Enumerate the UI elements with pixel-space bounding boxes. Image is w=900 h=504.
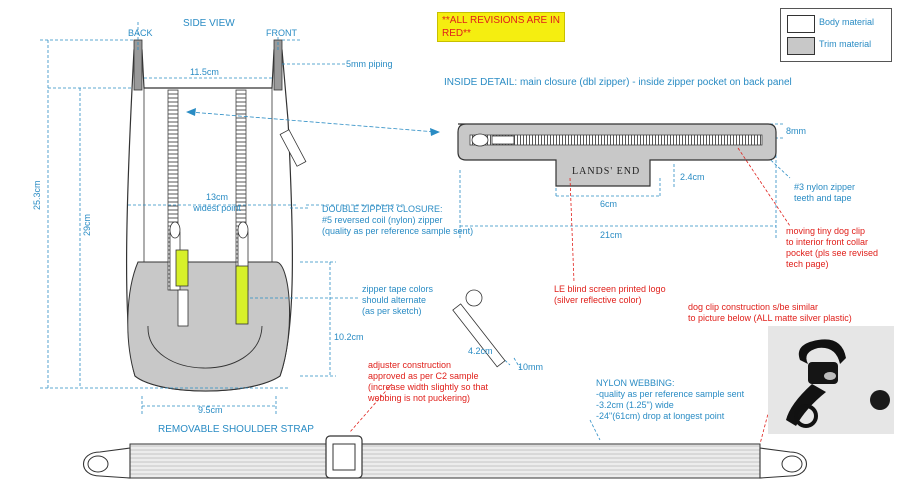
inside-detail-title: INSIDE DETAIL: main closure (dbl zipper)… bbox=[444, 77, 792, 88]
dim-trim-h: 10.2cm bbox=[334, 332, 364, 342]
zipper-pull-left-2 bbox=[175, 249, 189, 287]
blind-logo-note: LE blind screen printed logo (silver ref… bbox=[554, 284, 666, 305]
webbing bbox=[129, 443, 761, 479]
adjuster-buckle bbox=[325, 435, 363, 479]
body-material-label: Body material bbox=[819, 17, 875, 27]
detached-zipper-pull bbox=[452, 289, 506, 368]
inside-pocket bbox=[457, 123, 777, 187]
dim-base-w: 9.5cm bbox=[198, 405, 223, 415]
zipper-pull-front bbox=[279, 129, 307, 167]
dim-pocket-w: 21cm bbox=[600, 230, 623, 240]
dim-tab-w: 6cm bbox=[600, 199, 618, 209]
trim-material-label: Trim material bbox=[819, 39, 872, 49]
dog-clip-photo bbox=[768, 326, 894, 434]
side-view-title: SIDE VIEW bbox=[183, 18, 235, 29]
piping-label: 5mm piping bbox=[346, 59, 393, 69]
webbing-label: NYLON WEBBING: -quality as per reference… bbox=[596, 378, 745, 421]
dim-h-inner: 29cm bbox=[82, 213, 92, 236]
dog-clip-move-note: moving tiny dog clip to interior front c… bbox=[786, 226, 879, 269]
material-legend: Body material Trim material bbox=[780, 8, 892, 62]
back-label: BACK bbox=[128, 28, 153, 38]
pocket-zipper bbox=[469, 134, 763, 146]
strap-title: REMOVABLE SHOULDER STRAP bbox=[158, 424, 314, 435]
dim-h-outer: 25.3cm bbox=[32, 180, 42, 210]
right-dog-clip bbox=[759, 447, 807, 479]
dim-tab-h: 2.4cm bbox=[680, 172, 705, 182]
body-material-swatch bbox=[787, 15, 815, 33]
nylon-zipper-label: #3 nylon zipper teeth and tape bbox=[794, 182, 856, 203]
front-label: FRONT bbox=[266, 28, 297, 38]
double-zipper-label: DOUBLE ZIPPER CLOSURE: #5 reversed coil … bbox=[322, 204, 474, 236]
zipper-pull-left-3 bbox=[177, 289, 189, 327]
dim-top-width: 11.5cm bbox=[190, 67, 219, 77]
shoulder-strap bbox=[83, 435, 807, 479]
dim-pull-tip: 10mm bbox=[518, 362, 544, 372]
dim-pocket-h: 8mm bbox=[786, 126, 806, 136]
revision-banner: **ALL REVISIONS ARE IN RED** bbox=[437, 12, 565, 42]
brand-logo: LANDS' END bbox=[572, 166, 641, 177]
trim-material-swatch bbox=[787, 37, 815, 55]
zipper-tape-label: zipper tape colors should alternate (as … bbox=[362, 284, 434, 316]
dog-clip-construction-note: dog clip construction s/be similar to pi… bbox=[688, 302, 852, 323]
dim-widest: 13cm widest point bbox=[193, 192, 241, 213]
dim-pull-w: 4.2cm bbox=[468, 346, 493, 356]
bag-side-view bbox=[125, 39, 307, 392]
left-dog-clip bbox=[83, 447, 131, 479]
trim-panel bbox=[127, 261, 291, 392]
zipper-pull-right-2 bbox=[235, 265, 249, 325]
adjuster-note: adjuster construction approved as per C2… bbox=[368, 360, 489, 403]
